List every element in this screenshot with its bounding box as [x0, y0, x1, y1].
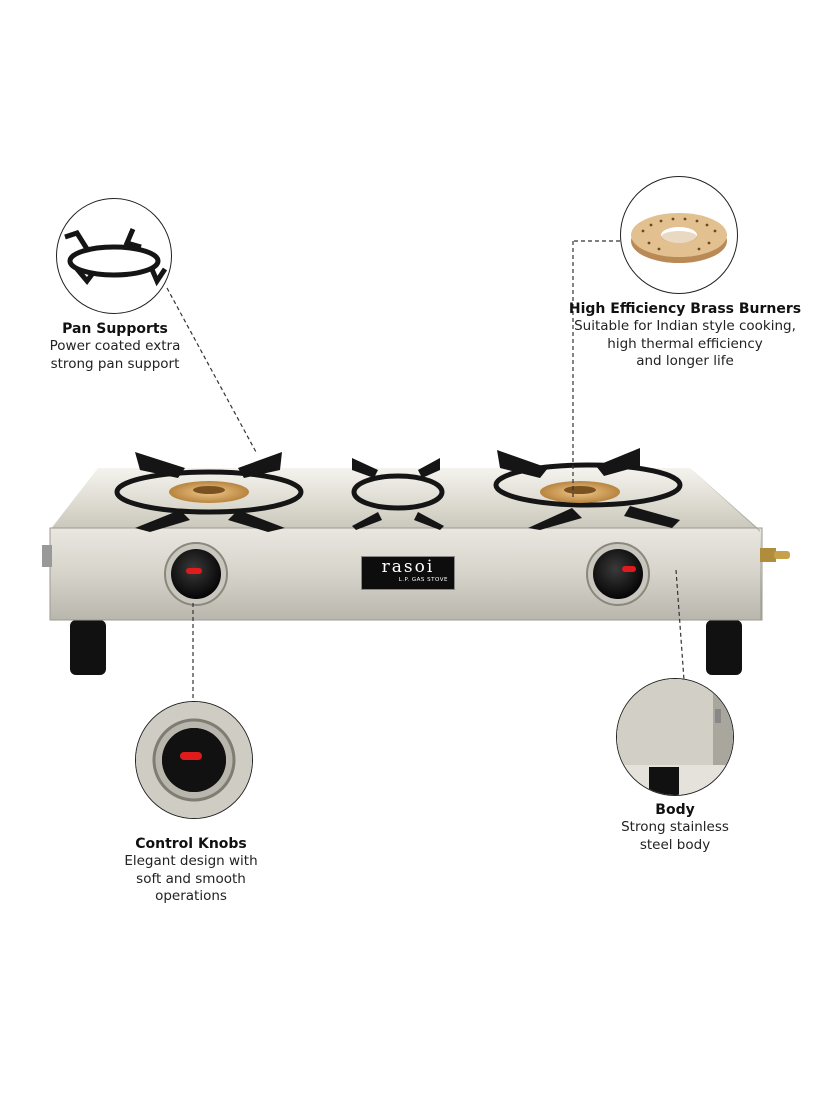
callout-line: Strong stainless [621, 819, 729, 835]
brand-plate-subtext: L.P. GAS STOVE [398, 577, 448, 583]
callout-line: Elegant design with [124, 853, 258, 869]
callout-brass-burners: High Efficiency Brass Burners Suitable f… [560, 300, 810, 371]
callout-line: and longer life [636, 353, 734, 369]
callout-control-knobs: Control Knobs Elegant design with soft a… [96, 835, 286, 906]
center-pan-support [351, 458, 445, 530]
callout-line: high thermal efficiency [607, 335, 763, 352]
left-burner [114, 452, 304, 532]
callout-line: operations [155, 888, 227, 904]
left-control-knob [164, 542, 228, 606]
brass-burner-icon [620, 176, 738, 294]
stove-legs [70, 620, 742, 675]
callout-line: steel body [639, 836, 711, 853]
callout-body: Body Strong stainless steel body [590, 801, 760, 854]
callout-title: Body [655, 802, 695, 818]
callout-pan-supports: Pan Supports Power coated extra strong p… [20, 320, 210, 373]
callout-line: Suitable for Indian style cooking, [574, 318, 796, 334]
callout-line: soft and smooth [136, 870, 246, 887]
gas-inlet-nozzle [760, 548, 790, 562]
callout-title: High Efficiency Brass Burners [568, 301, 802, 317]
brand-logo-text: rasoi [381, 557, 435, 577]
callout-line: Power coated extra [49, 338, 181, 354]
pan-support-icon [56, 198, 172, 314]
right-burner [493, 448, 683, 530]
right-control-knob [586, 542, 650, 606]
stove-top-surface [50, 468, 760, 530]
brand-plate: rasoi L.P. GAS STOVE [361, 556, 455, 590]
callout-title: Control Knobs [135, 836, 247, 852]
callout-title: Pan Supports [62, 321, 168, 337]
control-knob-icon [135, 701, 253, 819]
steel-body-icon [616, 678, 734, 796]
callout-line: strong pan support [50, 355, 180, 372]
